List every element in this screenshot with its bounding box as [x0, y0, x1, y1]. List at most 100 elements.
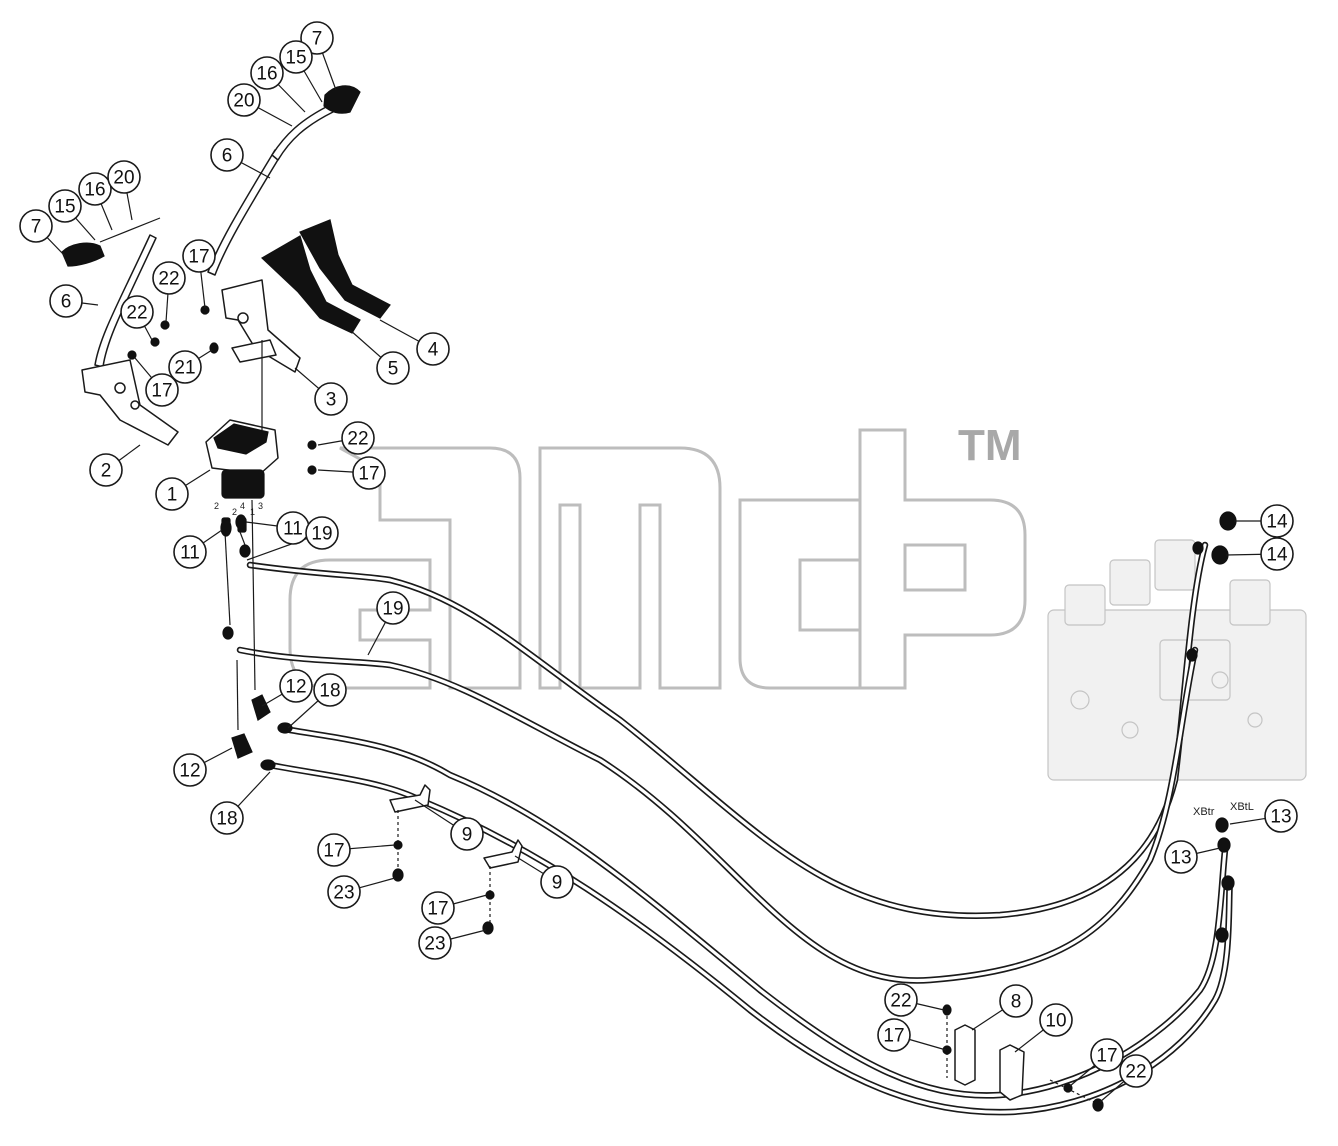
fitting-19b — [222, 626, 234, 640]
callout-23: 23 — [327, 875, 361, 909]
callout-circle — [999, 984, 1033, 1018]
fitting-18a — [277, 722, 293, 734]
callout-9: 9 — [540, 865, 574, 899]
callout-22: 22 — [341, 421, 375, 455]
callout-number: 13 — [1170, 848, 1191, 869]
callout-5: 5 — [376, 351, 410, 385]
callout-number: 14 — [1266, 545, 1288, 566]
fittings — [220, 511, 1237, 943]
callout-number: 15 — [285, 48, 306, 69]
callout-20: 20 — [227, 83, 261, 117]
callout-circle — [376, 591, 410, 625]
callout-circle — [450, 817, 484, 851]
hose-18-lower — [266, 761, 1234, 1116]
callout-circle — [305, 516, 339, 550]
callout-number: 4 — [428, 340, 439, 361]
watermark-letter-a — [288, 446, 522, 690]
callout-number: 17 — [323, 841, 344, 862]
lever-knob-right — [323, 85, 361, 114]
callout-circle — [173, 753, 207, 787]
callout-circle — [78, 172, 112, 206]
callout-circle — [168, 350, 202, 384]
callout-circle — [1119, 1054, 1153, 1088]
callout-circle — [48, 189, 82, 223]
callout-circle — [155, 477, 189, 511]
fitting-14a — [1219, 511, 1237, 531]
callout-18: 18 — [313, 673, 347, 707]
callout-number: 18 — [216, 809, 237, 830]
pilot-valve: 2 2 4 1 3 — [205, 419, 279, 533]
callout-number: 17 — [883, 1026, 904, 1047]
clamp-9a — [389, 784, 431, 813]
callout-circle — [152, 261, 186, 295]
callout-11: 11 — [276, 511, 310, 545]
pilot-port-2b: 2 — [232, 507, 237, 517]
callout-1: 1 — [155, 477, 189, 511]
callout-13: 13 — [1264, 799, 1298, 833]
clamp-9b — [483, 839, 523, 869]
callout-circle — [182, 239, 216, 273]
callout-circle — [210, 138, 244, 172]
callout-8: 8 — [999, 984, 1033, 1018]
callout-number: 23 — [333, 883, 354, 904]
fitting-13b — [1217, 837, 1231, 853]
fitting-18b — [260, 759, 276, 771]
callout-number: 22 — [158, 269, 179, 290]
callout-circle — [250, 56, 284, 90]
callout-number: 17 — [188, 247, 209, 268]
callout-number: 6 — [222, 146, 233, 167]
callout-6: 6 — [210, 138, 244, 172]
callout-number: 8 — [1011, 992, 1022, 1013]
pedals — [261, 219, 391, 334]
callout-circle — [1260, 537, 1294, 571]
callout-circle — [173, 535, 207, 569]
callout-number: 3 — [326, 390, 337, 411]
pedal-5 — [261, 235, 361, 334]
callout-number: 7 — [31, 217, 42, 238]
callout-circle — [107, 160, 141, 194]
callout-circle — [341, 421, 375, 455]
pilot-port-3: 3 — [258, 501, 263, 511]
callout-6: 6 — [49, 284, 83, 318]
callout-number: 16 — [84, 180, 105, 201]
callout-number: 14 — [1266, 512, 1288, 533]
watermark-trademark: TM — [958, 421, 1022, 470]
callout-22: 22 — [884, 983, 918, 1017]
callout-circle — [120, 295, 154, 329]
callout-number: 13 — [1270, 807, 1291, 828]
elbow-12a — [251, 694, 271, 721]
clamp-10 — [999, 1044, 1025, 1101]
callout-number: 23 — [424, 934, 445, 955]
callout-number: 17 — [358, 464, 379, 485]
callout-circle — [49, 284, 83, 318]
callout-16: 16 — [250, 56, 284, 90]
callout-circle — [1264, 799, 1298, 833]
callout-14: 14 — [1260, 537, 1294, 571]
watermark-letter-c — [738, 498, 862, 690]
callout-number: 9 — [462, 825, 473, 846]
callout-circle — [1164, 840, 1198, 874]
callout-number: 10 — [1045, 1011, 1066, 1032]
lever-assembly-left — [61, 217, 179, 446]
callout-17: 17 — [877, 1018, 911, 1052]
callout-12: 12 — [173, 753, 207, 787]
elbow-12b — [231, 733, 253, 759]
callout-circle — [210, 801, 244, 835]
callout-17: 17 — [1090, 1038, 1124, 1072]
callout-13: 13 — [1164, 840, 1198, 874]
callout-2: 2 — [89, 453, 123, 487]
callout-number: 22 — [1125, 1062, 1146, 1083]
watermark-letter-m — [538, 446, 722, 690]
callout-17: 17 — [421, 891, 455, 925]
callout-9: 9 — [450, 817, 484, 851]
fitting-11a — [220, 519, 232, 537]
callout-circle — [145, 373, 179, 407]
callout-22: 22 — [152, 261, 186, 295]
callout-11: 11 — [173, 535, 207, 569]
lever-knob-left — [61, 242, 105, 267]
lever-assembly-right — [207, 85, 361, 373]
callout-number: 6 — [61, 292, 72, 313]
callout-14: 14 — [1260, 504, 1294, 538]
